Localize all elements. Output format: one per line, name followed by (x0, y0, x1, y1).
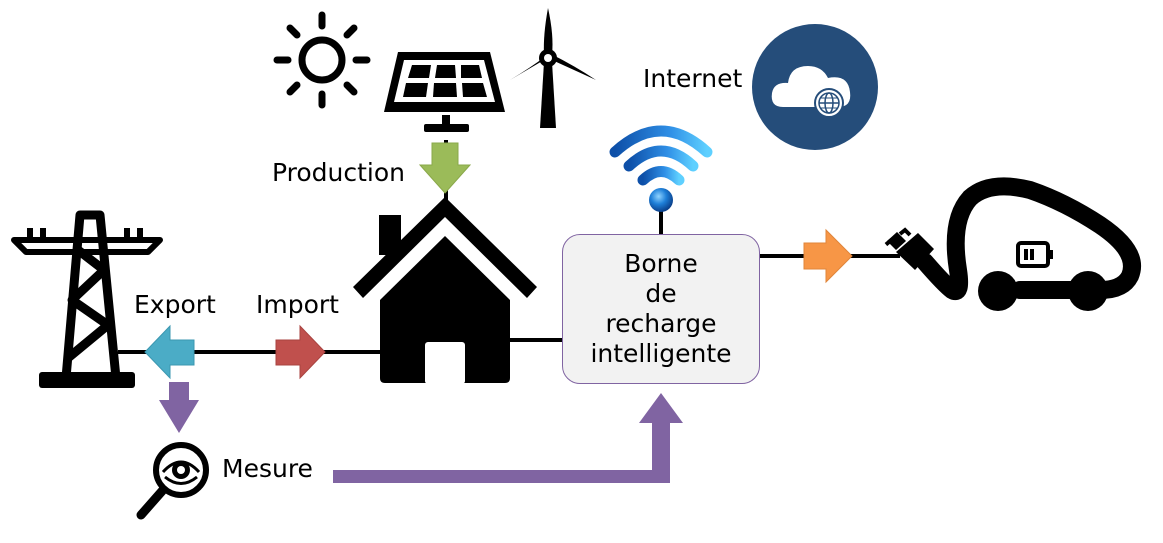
production-arrow (418, 142, 472, 194)
charger-line-4: intelligente (590, 339, 732, 368)
magnifier-eye-icon (136, 442, 209, 520)
plug-icon (884, 227, 934, 270)
measure-to-charger-arrow (333, 393, 683, 483)
charger-line-2: de (645, 279, 677, 308)
charger-line-1: Borne (624, 249, 698, 278)
pylon-icon (11, 210, 163, 388)
ev-charge-arrow (803, 228, 853, 284)
sun-icon (273, 11, 371, 109)
battery-icon (1016, 241, 1053, 268)
mesure-label: Mesure (222, 454, 313, 483)
house-icon (353, 197, 537, 384)
cloud-globe-icon (752, 24, 878, 150)
smart-charger-box: Borne de recharge intelligente (562, 234, 760, 384)
wind-turbine-icon (510, 8, 596, 128)
charger-line-3: recharge (605, 309, 717, 338)
production-label: Production (272, 158, 406, 187)
wifi-dot-icon (649, 188, 673, 212)
import-label: Import (256, 290, 339, 319)
internet-label: Internet (643, 64, 743, 93)
import-arrow (275, 324, 326, 380)
wifi-icon (609, 125, 713, 186)
export-label: Export (134, 290, 216, 319)
solar-panel-icon (384, 52, 505, 132)
export-arrow (144, 324, 195, 380)
electric-car-icon (916, 177, 1141, 311)
measure-down-arrow (159, 382, 199, 433)
